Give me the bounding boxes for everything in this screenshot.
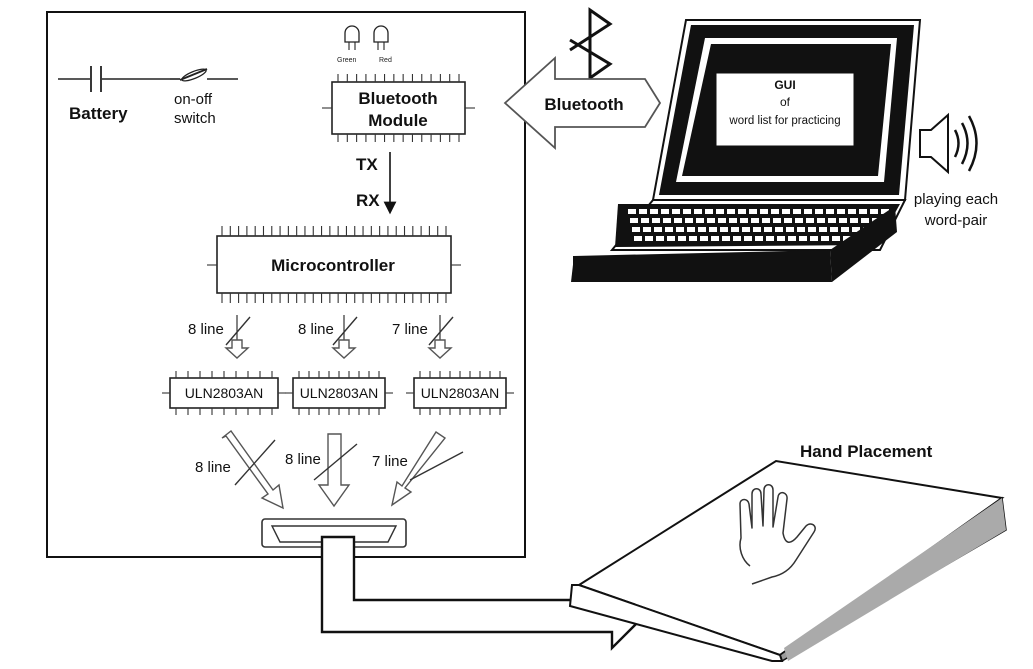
red-led-label: Red xyxy=(379,57,392,64)
microcontroller-label: Microcontroller xyxy=(271,256,395,275)
bluetooth-icon xyxy=(569,7,613,81)
tx-label: TX xyxy=(356,155,378,174)
microcontroller-chip xyxy=(207,226,461,303)
bluetooth-link-arrow xyxy=(503,55,662,151)
speaker-label-line1: playing each xyxy=(914,191,998,208)
bus-bottom-label: 8 line xyxy=(285,451,321,468)
switch-icon xyxy=(170,68,238,82)
battery-label: Battery xyxy=(69,104,128,123)
hand-outline-icon xyxy=(739,484,816,585)
driver-chip-1 xyxy=(162,371,286,415)
speaker-icon xyxy=(919,112,978,175)
bus-bottom-2: 8 line xyxy=(285,433,358,508)
hand-device-title: Hand Placement xyxy=(800,442,933,461)
bus-bottom-1: 8 line xyxy=(195,429,284,510)
driver-chip-3 xyxy=(406,371,514,415)
bus-top-1: 8 line xyxy=(188,315,251,359)
green-led-label: Green xyxy=(337,57,357,64)
bus-top-2: 8 line xyxy=(298,315,358,359)
bus-top-3: 7 line xyxy=(392,315,454,359)
switch-label-line1: on-off xyxy=(174,91,213,108)
laptop-icon xyxy=(571,19,922,282)
circuit-board-frame xyxy=(46,11,526,558)
speaker-label-line2: word-pair xyxy=(924,212,988,229)
driver-label: ULN2803AN xyxy=(300,385,379,401)
bluetooth-module-chip xyxy=(322,74,475,142)
bus-top-label: 8 line xyxy=(298,321,334,338)
hand-placement-device xyxy=(568,459,1007,663)
bluetooth-module-label-line2: Module xyxy=(368,111,428,130)
bus-bottom-label: 7 line xyxy=(372,453,408,470)
driver-label: ULN2803AN xyxy=(185,385,264,401)
laptop-screen-line1: GUI xyxy=(774,78,795,92)
green-led-icon xyxy=(344,25,360,50)
driver-chip-2 xyxy=(285,371,393,415)
laptop-screen xyxy=(715,72,855,147)
bluetooth-module-label-line1: Bluetooth xyxy=(358,89,437,108)
battery-icon xyxy=(58,66,170,92)
laptop-screen-line3: word list for practicing xyxy=(728,115,840,127)
bus-top-label: 8 line xyxy=(188,321,224,338)
laptop-screen-line2: of xyxy=(780,95,791,109)
red-led-icon xyxy=(373,25,389,50)
bus-top-label: 7 line xyxy=(392,321,428,338)
bus-bottom-label: 8 line xyxy=(195,459,231,476)
rx-label: RX xyxy=(356,191,380,210)
bluetooth-link-label: Bluetooth xyxy=(544,95,623,114)
driver-label: ULN2803AN xyxy=(421,385,500,401)
switch-label-line2: switch xyxy=(174,110,216,127)
bus-bottom-3: 7 line xyxy=(372,431,464,507)
